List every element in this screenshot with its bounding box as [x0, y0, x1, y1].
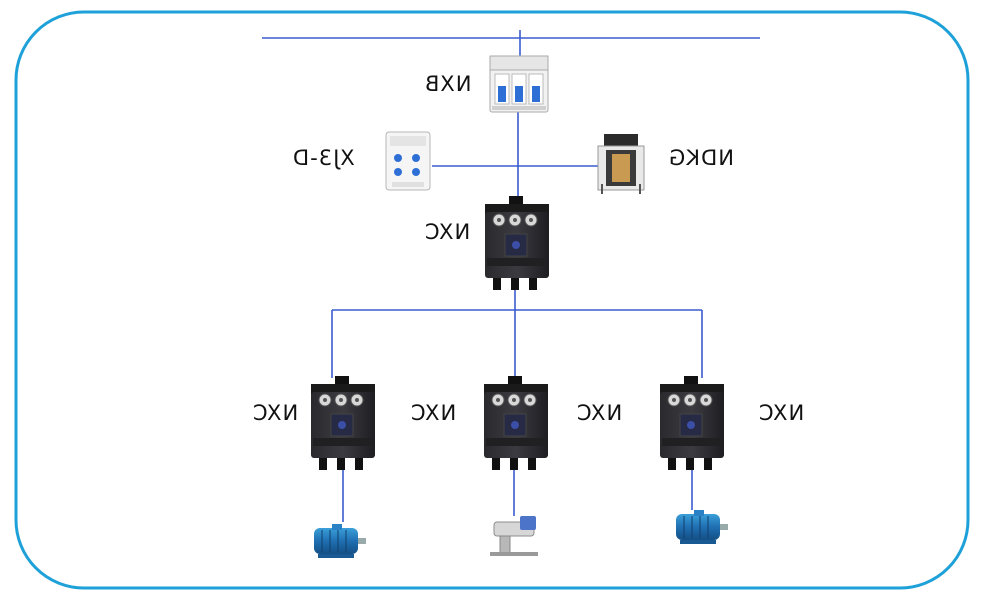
- circuit-breaker-icon: [489, 55, 549, 113]
- wiring: [262, 30, 760, 522]
- phase-relay-icon: [385, 131, 431, 191]
- relay-label: XJ3-D: [292, 146, 355, 170]
- contactor-right-icon: [659, 375, 725, 471]
- contactor-left-label: NXC: [252, 401, 299, 425]
- control-transformer-icon: [597, 134, 645, 194]
- contactor-left-icon: [310, 375, 376, 471]
- diagram-frame: [14, 10, 970, 590]
- transformer-label: NDKG: [668, 146, 734, 170]
- contactor-right-label: NXC: [758, 401, 805, 425]
- motor-icon: [314, 524, 366, 558]
- breaker-label: NXB: [424, 72, 472, 96]
- contactor-mid-left-label: NXC: [410, 401, 457, 425]
- main-contactor-label: NXC: [424, 220, 471, 244]
- motor-icon: [676, 510, 728, 544]
- main-contactor-icon: [484, 195, 550, 291]
- contactor-mid-right-label: NXC: [576, 401, 623, 425]
- contactor-mid-icon: [483, 375, 549, 471]
- brake-actuator-icon: [490, 516, 538, 556]
